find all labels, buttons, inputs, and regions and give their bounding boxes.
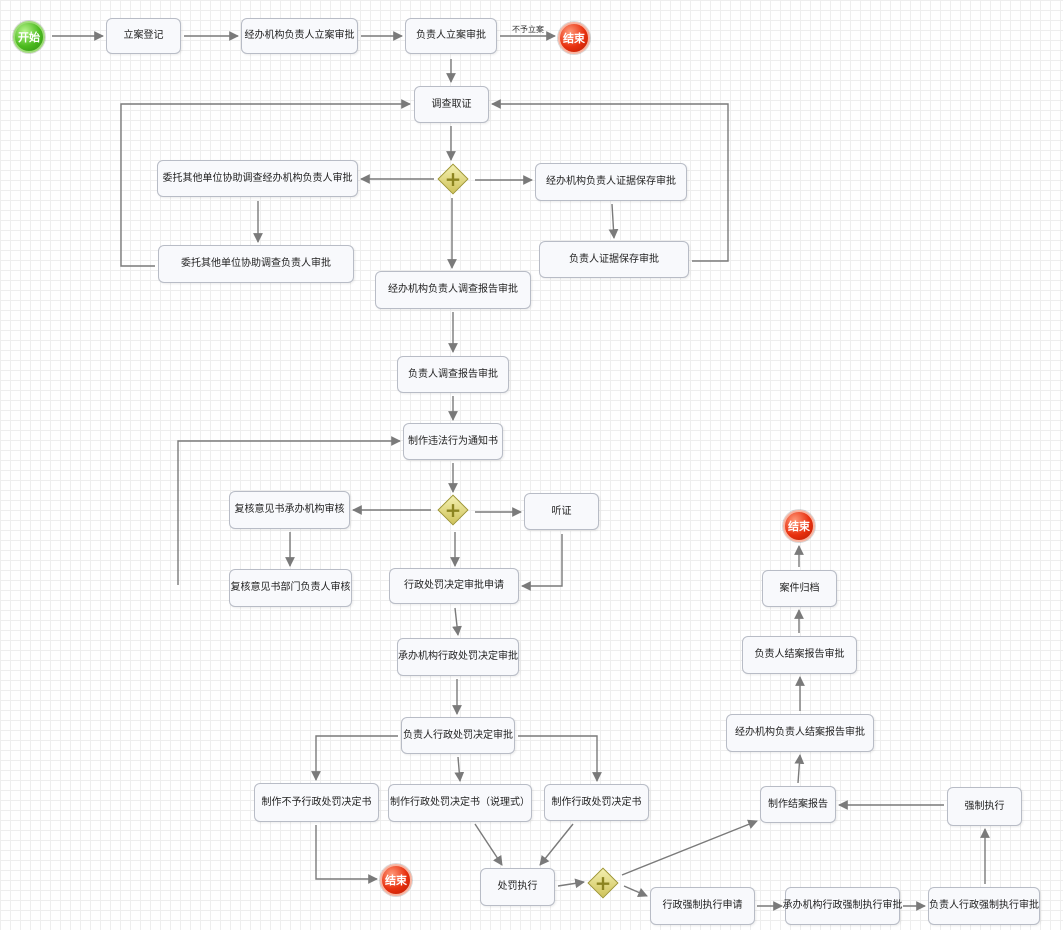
edge-label-no-filing: 不予立案: [512, 25, 544, 34]
task-register[interactable]: 立案登记: [106, 18, 181, 54]
sequence-flow-30[interactable]: [539, 823, 574, 866]
task-label: 负责人立案审批: [416, 30, 486, 41]
task-label: 负责人证据保存审批: [569, 253, 659, 265]
task-label: 承办机构行政强制执行审批: [782, 900, 903, 911]
task-label: 行政强制执行申请: [662, 900, 743, 911]
task-label: 行政处罚决定审批申请: [404, 580, 504, 591]
task-head-enforcement-approval[interactable]: 负责人行政强制执行审批: [928, 887, 1040, 925]
parallel-gateway-notice[interactable]: +: [437, 494, 469, 526]
sequence-flow-31[interactable]: [557, 878, 585, 889]
end-label: 结束: [385, 874, 407, 887]
task-label: 制作结案报告: [768, 798, 828, 810]
sequence-flow-26[interactable]: [454, 756, 465, 782]
sequence-flow-32[interactable]: [621, 819, 758, 876]
sequence-flow-38[interactable]: [794, 754, 805, 784]
task-review-dept-head[interactable]: 复核意见书部门负责人审核: [229, 569, 352, 607]
sequence-flow-16[interactable]: [177, 436, 401, 585]
task-label: 调查取证: [431, 98, 472, 110]
sequence-flow-10[interactable]: [120, 99, 411, 267]
plus-icon: +: [594, 871, 612, 895]
parallel-gateway-investigation[interactable]: +: [437, 163, 469, 195]
task-label: 制作行政处罚决定书（说理式）: [390, 797, 530, 808]
start-event[interactable]: 开始: [13, 21, 45, 53]
task-label: 制作行政处罚决定书: [551, 796, 642, 808]
task-label: 听证: [551, 505, 572, 517]
sequence-flow-22[interactable]: [521, 534, 563, 591]
sequence-flow-27[interactable]: [518, 735, 602, 782]
task-label: 经办机构负责人立案审批: [244, 30, 355, 41]
task-label: 委托其他单位协助调查负责人审批: [181, 258, 331, 269]
task-label: 经办机构负责人调查报告审批: [388, 284, 518, 295]
end-label: 结束: [563, 32, 585, 45]
sequence-flow-29[interactable]: [474, 823, 503, 866]
task-label: 制作违法行为通知书: [408, 435, 498, 447]
task-label: 经办机构负责人结案报告审批: [735, 727, 865, 738]
task-decision-apply[interactable]: 行政处罚决定审批申请: [389, 568, 519, 604]
task-label: 负责人行政处罚决定审批: [403, 729, 513, 741]
sequence-flow-25[interactable]: [311, 735, 398, 781]
task-evidence-head-approval[interactable]: 负责人证据保存审批: [539, 241, 689, 278]
task-label: 负责人调查报告审批: [408, 368, 498, 380]
task-label: 制作不予行政处罚决定书: [261, 796, 372, 808]
task-agency-filing-approval[interactable]: 经办机构负责人立案审批: [241, 18, 358, 54]
sequence-flow-12[interactable]: [491, 99, 729, 262]
task-agency-enforcement-approval[interactable]: 承办机构行政强制执行审批: [782, 887, 903, 925]
parallel-gateway-execution[interactable]: +: [587, 867, 619, 899]
task-label: 处罚执行: [497, 881, 538, 892]
sequence-flow-33[interactable]: [623, 885, 648, 897]
task-agency-decision-approval[interactable]: 承办机构行政处罚决定审批: [397, 638, 519, 676]
task-label: 复核意见书承办机构审核: [234, 504, 345, 515]
task-enforce[interactable]: 强制执行: [947, 787, 1022, 826]
task-no-penalty-decision[interactable]: 制作不予行政处罚决定书: [254, 783, 379, 822]
task-delegate-head-approval[interactable]: 委托其他单位协助调查负责人审批: [158, 245, 354, 283]
task-head-filing-approval[interactable]: 负责人立案审批: [405, 18, 497, 54]
task-label: 强制执行: [964, 800, 1005, 812]
task-label: 经办机构负责人证据保存审批: [546, 176, 676, 187]
task-enforcement-apply[interactable]: 行政强制执行申请: [650, 887, 755, 925]
task-evidence-agency-approval[interactable]: 经办机构负责人证据保存审批: [535, 163, 687, 201]
task-label: 复核意见书部门负责人审核: [230, 582, 351, 593]
end-label: 结束: [788, 520, 810, 533]
task-head-decision-approval[interactable]: 负责人行政处罚决定审批: [401, 717, 515, 754]
task-hearing[interactable]: 听证: [524, 493, 599, 530]
end-event-no-filing[interactable]: 结束: [558, 22, 590, 54]
task-archive[interactable]: 案件归档: [762, 570, 837, 607]
task-delegate-agency-approval[interactable]: 委托其他单位协助调查经办机构负责人审批: [157, 160, 358, 197]
task-closing-report[interactable]: 制作结案报告: [760, 786, 836, 823]
task-label: 委托其他单位协助调查经办机构负责人审批: [162, 172, 353, 184]
plus-icon: +: [444, 167, 462, 191]
task-penalty-decision[interactable]: 制作行政处罚决定书: [544, 784, 649, 821]
sequence-flow-11[interactable]: [608, 203, 619, 239]
task-agency-closing-approval[interactable]: 经办机构负责人结案报告审批: [726, 714, 874, 752]
task-label: 案件归档: [779, 582, 820, 594]
end-event-no-penalty[interactable]: 结束: [380, 864, 412, 896]
sequence-flow-28[interactable]: [315, 825, 378, 884]
task-investigate[interactable]: 调查取证: [414, 86, 489, 123]
task-label: 立案登记: [123, 30, 164, 41]
task-execute-penalty[interactable]: 处罚执行: [480, 868, 555, 906]
sequence-flow-23[interactable]: [452, 607, 462, 636]
plus-icon: +: [444, 498, 462, 522]
task-label: 负责人行政强制执行审批: [929, 900, 1039, 911]
task-report-head-approval[interactable]: 负责人调查报告审批: [397, 356, 509, 393]
task-report-agency-approval[interactable]: 经办机构负责人调查报告审批: [375, 271, 531, 309]
end-event-archive[interactable]: 结束: [783, 510, 815, 542]
task-label: 承办机构行政处罚决定审批: [398, 651, 518, 662]
task-head-closing-approval[interactable]: 负责人结案报告审批: [742, 636, 857, 674]
task-review-agency[interactable]: 复核意见书承办机构审核: [229, 491, 350, 529]
task-label: 负责人结案报告审批: [754, 649, 845, 660]
task-violation-notice[interactable]: 制作违法行为通知书: [403, 423, 503, 460]
start-label: 开始: [18, 31, 40, 44]
task-penalty-decision-reasoned[interactable]: 制作行政处罚决定书（说理式）: [388, 784, 532, 822]
